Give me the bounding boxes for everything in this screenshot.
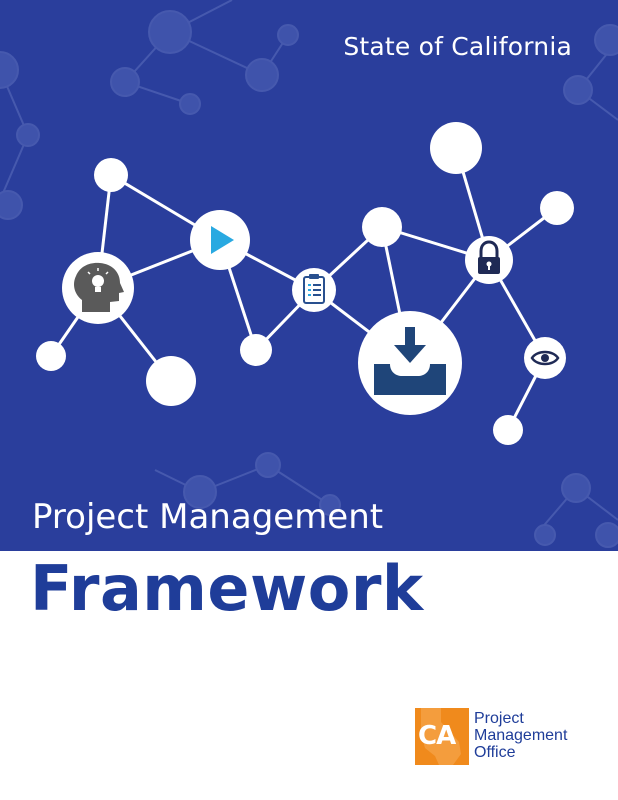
network-illustration <box>0 0 618 551</box>
logo-line-office: Office <box>474 744 516 761</box>
cover-banner: State of California Project Management <box>0 0 618 551</box>
pmo-logo: CA Project Management Office <box>415 708 595 768</box>
plain-nodes <box>36 122 574 445</box>
logo-line-management: Management <box>474 727 568 744</box>
ca-state-badge: CA <box>415 708 469 765</box>
eye-icon <box>524 337 566 379</box>
logo-line-project: Project <box>474 710 524 727</box>
play-icon <box>190 210 250 270</box>
download-tray-icon <box>358 311 462 415</box>
background-network <box>0 0 618 548</box>
logo-wordmark: Project Management Office <box>474 710 567 761</box>
ca-badge-text: CA <box>418 721 456 751</box>
document-title: Framework <box>30 552 424 625</box>
california-outline-icon <box>421 708 461 765</box>
document-subtitle: Project Management <box>32 497 384 537</box>
state-title: State of California <box>343 32 572 61</box>
clipboard-checklist-icon <box>292 268 336 312</box>
lightbulb-head-icon <box>62 252 134 324</box>
padlock-icon <box>465 236 513 284</box>
